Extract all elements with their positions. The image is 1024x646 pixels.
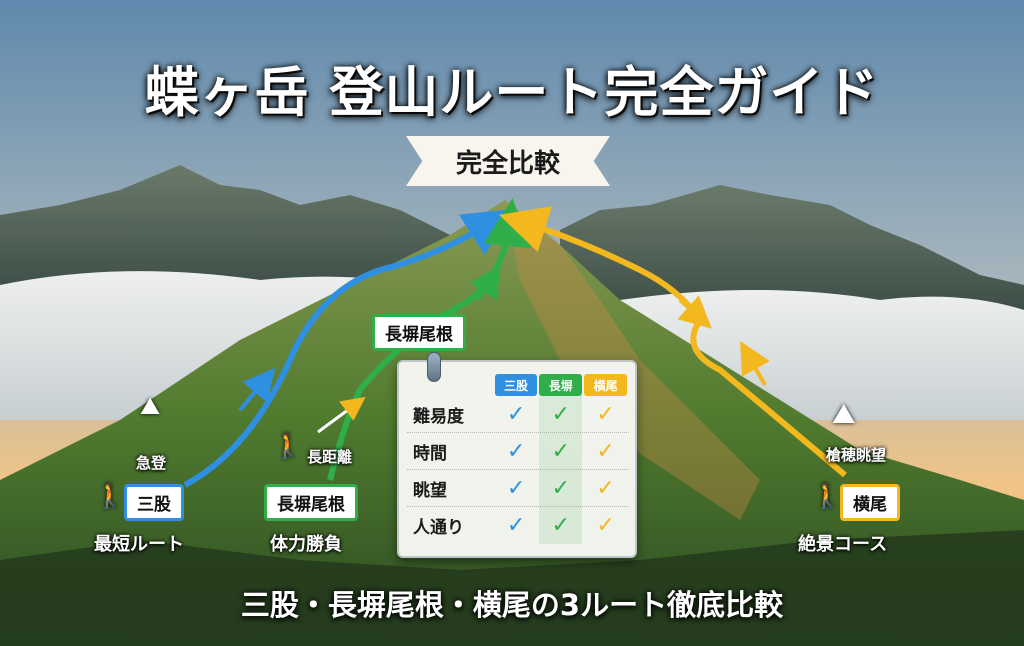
check-icon: ✓ <box>539 432 583 470</box>
blue-route-line <box>183 209 513 488</box>
row-label: 時間 <box>413 443 447 464</box>
pin-icon <box>427 352 441 382</box>
check-icon: ✓ <box>506 401 526 427</box>
check-icon: ✓ <box>596 475 615 501</box>
hiker-icon: 🚶 <box>95 482 125 510</box>
check-icon: ✓ <box>596 438 615 464</box>
route-tag-mitsumata: 三股 <box>124 484 184 521</box>
hiker-icon: 🚶 <box>273 432 303 460</box>
comparison-row: 時間 ✓ ✓ ✓ <box>407 432 629 470</box>
footer-caption: 三股・長塀尾根・横尾の3ルート徹底比較 <box>240 588 784 622</box>
check-icon: ✓ <box>506 438 526 464</box>
check-icon: ✓ <box>596 401 615 427</box>
row-label: 眺望 <box>413 480 447 501</box>
blue-caption: 最短ルート <box>94 534 184 555</box>
steep-climb-icon: ⛰ <box>140 392 161 420</box>
subtitle-ribbon: 完全比較 <box>406 136 610 186</box>
check-icon: ✓ <box>539 469 583 507</box>
check-icon: ✓ <box>506 513 526 538</box>
header-yokoo: 横尾 <box>584 374 627 396</box>
check-icon: ✓ <box>506 475 526 501</box>
comparison-row: 眺望 ✓ ✓ ✓ <box>407 469 629 507</box>
hiker-icon: 🚶 <box>812 482 842 510</box>
comparison-row: 難易度 ✓ ✓ ✓ <box>407 395 629 433</box>
check-icon: ✓ <box>539 507 583 544</box>
route-tag-yokoo: 横尾 <box>840 484 900 521</box>
mountain-view-icon: ⛰ <box>832 397 856 430</box>
row-label: 人通り <box>413 518 464 538</box>
blue-feature-label: 急登 <box>136 454 167 472</box>
green-feature-label: 長距離 <box>307 448 353 466</box>
comparison-card: 三股 長塀 横尾 難易度 ✓ ✓ ✓ 時間 ✓ ✓ ✓ 眺望 ✓ ✓ ✓ 人通り… <box>397 360 637 558</box>
comparison-row: 人通り ✓ ✓ ✓ <box>407 507 629 544</box>
route-tag-nagakabe: 長塀尾根 <box>264 484 358 521</box>
yellow-caption: 絶景コース <box>798 534 888 555</box>
check-icon: ✓ <box>596 513 615 538</box>
green-caption: 体力勝負 <box>270 534 342 555</box>
route-tag-nagakabe-upper: 長塀尾根 <box>372 314 466 351</box>
page-title: 蝶ヶ岳 登山ルート完全ガイド <box>144 61 880 124</box>
row-label: 難易度 <box>413 406 464 427</box>
header-nagakabe: 長塀 <box>539 374 583 396</box>
check-icon: ✓ <box>539 395 583 433</box>
yellow-feature-label: 槍穂眺望 <box>826 446 887 464</box>
header-mitsumata: 三股 <box>494 374 538 396</box>
